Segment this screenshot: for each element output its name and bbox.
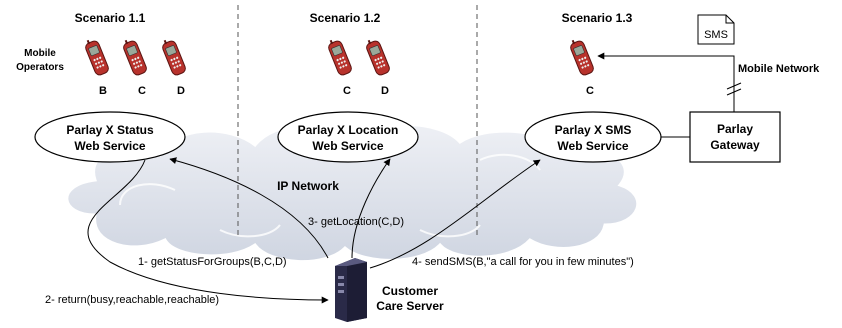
scenario-title-3: Scenario 1.3 (562, 11, 633, 25)
location-service-label: Web Service (312, 139, 383, 153)
phone-icon (82, 36, 111, 77)
gateway-label: Parlay (717, 122, 753, 136)
phone-label: B (99, 85, 107, 97)
ip-network-label: IP Network (277, 179, 339, 193)
gateway-label: Gateway (710, 138, 760, 152)
phone-label: D (381, 85, 389, 97)
status-service-label: Parlay X Status (66, 123, 154, 137)
server-label: Customer (382, 284, 438, 298)
get-location-call-label: 3- getLocation(C,D) (308, 216, 404, 228)
phone-label: C (138, 85, 146, 97)
phone-icon (325, 36, 354, 77)
send-sms-arrow (369, 159, 541, 269)
phone-icon (363, 36, 392, 77)
mobile-operators-label: Mobile (24, 48, 56, 59)
phone-icon (567, 36, 596, 77)
return-arrow (87, 159, 329, 304)
location-web-service (277, 111, 419, 163)
sms-document-icon (697, 14, 735, 45)
sms-service-label: Parlay X SMS (555, 123, 632, 137)
sms-web-service (524, 111, 662, 163)
server-icon (335, 258, 367, 322)
link-break-mark (726, 82, 742, 90)
link-break-mark (726, 88, 742, 96)
status-web-service (34, 111, 186, 163)
return-call-label: 2- return(busy,reachable,reachable) (45, 294, 219, 306)
send-sms-call-label: 4- sendSMS(B,"a call for you in few minu… (412, 256, 634, 268)
phone-label: C (343, 85, 351, 97)
parlay-gateway-box (689, 111, 781, 163)
sms-service-label: Web Service (557, 139, 628, 153)
get-status-call-label: 1- getStatusForGroups(B,C,D) (138, 256, 287, 268)
status-service-label: Web Service (74, 139, 145, 153)
scenario-title-1: Scenario 1.1 (75, 11, 146, 25)
phone-label: D (177, 85, 185, 97)
mobile-network-label: Mobile Network (738, 63, 820, 75)
mobile-operators-label: Operators (16, 62, 64, 73)
get-location-arrow (351, 158, 391, 259)
scenario-title-2: Scenario 1.2 (310, 11, 381, 25)
phone-label: C (586, 85, 594, 97)
get-status-arrow (169, 157, 329, 259)
mobile-network-arrow (597, 52, 735, 96)
location-service-label: Parlay X Location (298, 123, 399, 137)
phone-icon (159, 36, 188, 77)
server-label: Care Server (376, 299, 444, 313)
sms-label: SMS (704, 29, 728, 41)
phone-icon (120, 36, 149, 77)
